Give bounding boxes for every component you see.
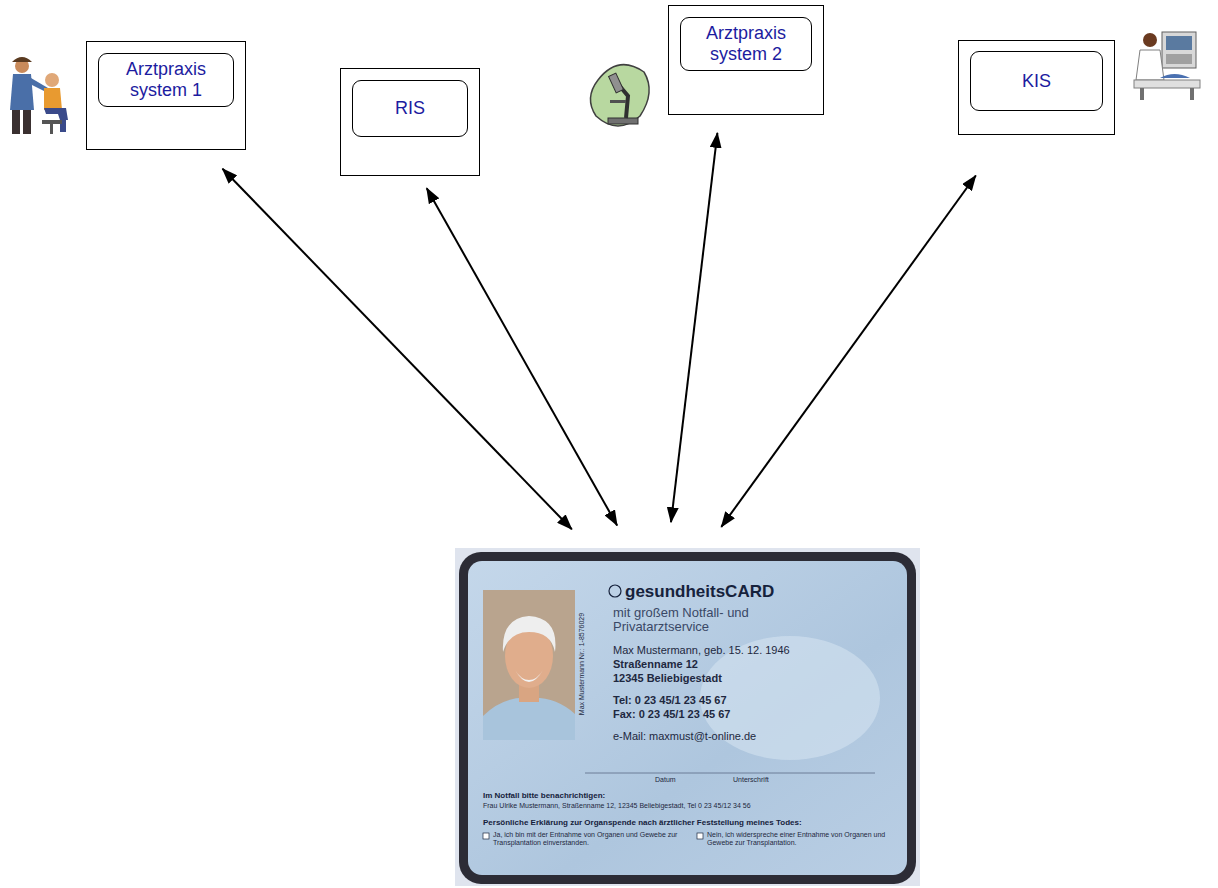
bidirectional-arrow [721, 176, 976, 527]
system-frame: RIS [340, 68, 480, 176]
checkbox [483, 833, 489, 839]
card-text: Frau Ulrike Mustermann, Straßenname 12, … [483, 802, 903, 810]
system-label: RIS [352, 80, 468, 137]
photo-shirt [483, 698, 575, 740]
card-text: Max Mustermann, geb. 15. 12. 1946 [613, 644, 833, 657]
system-frame: Arztpraxis system 1 [86, 41, 246, 150]
health-card: gesundheitsCARD mit großem Notfall- und P… [455, 548, 920, 886]
system-label: KIS [970, 51, 1103, 111]
card-logo [609, 585, 621, 597]
hospital-icon [1134, 32, 1200, 100]
doctor-patient-icon [10, 57, 68, 134]
system-label: Arztpraxis system 1 [98, 53, 234, 107]
card-text: Unterschrift [733, 776, 803, 784]
bidirectional-arrow [427, 188, 617, 525]
card-text: e-Mail: maxmust@t-online.de [613, 730, 843, 743]
photo-frame [483, 590, 575, 740]
card-text: Persönliche Erklärung zur Organspende na… [483, 818, 903, 828]
card-text: Fax: 0 23 45/1 23 45 67 [613, 708, 813, 721]
card-face [468, 561, 907, 875]
signature-line [585, 773, 875, 774]
card-text: Nein, ich widerspreche einer Entnahme vo… [707, 831, 905, 847]
card-text: mit großem Notfall- und Privatarztservic… [613, 606, 798, 634]
bidirectional-arrow [223, 169, 572, 530]
bidirectional-arrow [671, 133, 717, 522]
system-label: Arztpraxis system 2 [680, 17, 812, 71]
photo-beard [515, 670, 543, 682]
card-text: Max Mustermann Nr.: 1-8576029 [578, 599, 586, 729]
photo-background [455, 548, 920, 886]
photo-hair [503, 616, 556, 652]
checkbox [697, 833, 703, 839]
card-text: Straßenname 12 [613, 658, 813, 671]
microscope-icon [590, 65, 649, 126]
card-text: gesundheitsCARD [625, 582, 825, 602]
card-text: Tel: 0 23 45/1 23 45 67 [613, 694, 813, 707]
card-text: Datum [655, 776, 715, 784]
card-text: Ja, ich bin mit der Entnahme von Organen… [493, 831, 691, 847]
card-border [459, 552, 916, 884]
card-text: 12345 Beliebigestadt [613, 672, 813, 685]
system-frame: Arztpraxis system 2 [668, 5, 824, 115]
card-text: Im Notfall bitte benachrichtigen: [483, 791, 783, 801]
system-frame: KIS [958, 40, 1115, 135]
